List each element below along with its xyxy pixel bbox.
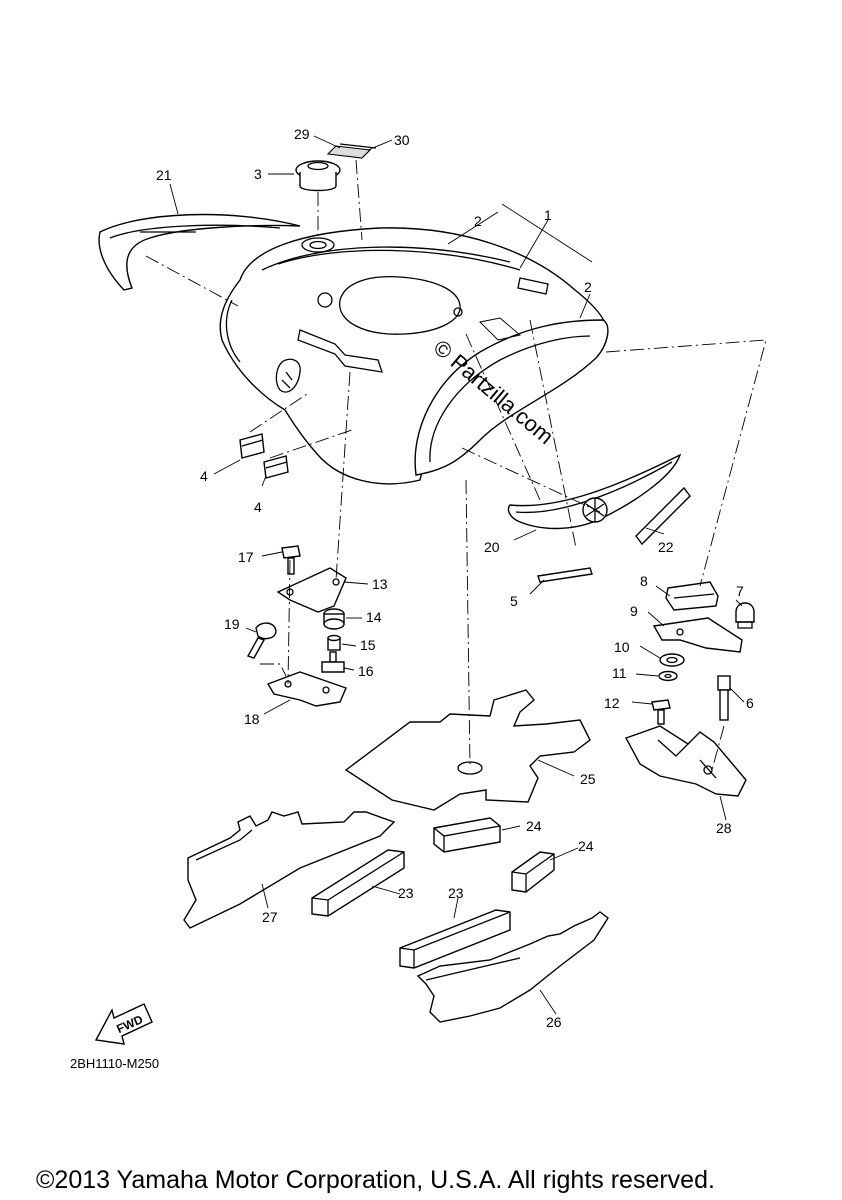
callout-18: 18 bbox=[244, 711, 260, 727]
callout-12: 12 bbox=[604, 695, 620, 711]
callout-30: 30 bbox=[394, 132, 410, 148]
bolt-19 bbox=[246, 622, 277, 659]
collar-15 bbox=[327, 634, 341, 651]
leader-lines bbox=[169, 135, 745, 1015]
block-24b bbox=[511, 851, 555, 893]
stud-6 bbox=[717, 675, 731, 721]
assembly-lines bbox=[145, 159, 767, 771]
washer-11 bbox=[658, 670, 678, 682]
callouts: 1 2 2 3 4 4 5 6 7 8 9 10 11 12 13 14 15 … bbox=[156, 126, 754, 1030]
bolt-17 bbox=[281, 545, 301, 575]
fuel-cap-3 bbox=[295, 160, 341, 192]
bar-23a bbox=[311, 849, 405, 917]
pad-4b bbox=[263, 455, 289, 479]
shield-26 bbox=[416, 911, 609, 1023]
copyright-notice: ©2013 Yamaha Motor Corporation, U.S.A. A… bbox=[36, 1166, 715, 1194]
bar-23b bbox=[399, 909, 511, 969]
rubber-8 bbox=[665, 581, 719, 611]
rear-trim-21 bbox=[98, 213, 301, 291]
callout-16: 16 bbox=[358, 663, 374, 679]
plate-25 bbox=[344, 689, 591, 811]
bolt-12 bbox=[651, 699, 671, 725]
callout-4a: 4 bbox=[200, 468, 208, 484]
shield-27 bbox=[183, 811, 396, 929]
callout-2a: 2 bbox=[474, 213, 482, 229]
callout-25: 25 bbox=[580, 771, 596, 787]
nut-7 bbox=[735, 602, 755, 629]
label-29-30 bbox=[326, 143, 377, 159]
callout-10: 10 bbox=[614, 639, 630, 655]
callout-24a: 24 bbox=[526, 818, 542, 834]
callout-19: 19 bbox=[224, 616, 240, 632]
callout-9: 9 bbox=[630, 603, 638, 619]
bracket-13 bbox=[276, 567, 347, 613]
callout-26: 26 bbox=[546, 1014, 562, 1030]
callout-13: 13 bbox=[372, 576, 388, 592]
pad-4a bbox=[239, 433, 265, 459]
diagram-code: 2BH1110-M250 bbox=[70, 1056, 159, 1071]
strip-22 bbox=[635, 486, 691, 546]
callout-4b: 4 bbox=[254, 499, 262, 515]
bracket-18 bbox=[266, 671, 347, 707]
grommet-14 bbox=[323, 608, 345, 630]
callout-22: 22 bbox=[658, 539, 674, 555]
callout-28: 28 bbox=[716, 820, 732, 836]
block-24a bbox=[433, 817, 501, 853]
callout-2b: 2 bbox=[584, 279, 592, 295]
callout-14: 14 bbox=[366, 609, 382, 625]
callout-6: 6 bbox=[746, 695, 754, 711]
callout-23a: 23 bbox=[398, 885, 414, 901]
bracket-9 bbox=[652, 617, 743, 653]
callout-7: 7 bbox=[736, 583, 744, 599]
bolt-16 bbox=[321, 651, 345, 673]
bracket-28 bbox=[624, 725, 747, 797]
callout-15: 15 bbox=[360, 637, 376, 653]
callout-20: 20 bbox=[484, 539, 500, 555]
callout-8: 8 bbox=[640, 573, 648, 589]
callout-21: 21 bbox=[156, 167, 172, 183]
callout-29: 29 bbox=[294, 126, 310, 142]
callout-5: 5 bbox=[510, 593, 518, 609]
fuel-tank bbox=[219, 227, 607, 485]
fwd-arrow: FWD bbox=[94, 1003, 153, 1045]
pad-5 bbox=[537, 567, 593, 583]
callout-27: 27 bbox=[262, 909, 278, 925]
callout-1: 1 bbox=[544, 207, 552, 223]
callout-24b: 24 bbox=[578, 838, 594, 854]
callout-11: 11 bbox=[612, 665, 627, 681]
callout-23b: 23 bbox=[448, 885, 464, 901]
grommet-10 bbox=[659, 653, 685, 667]
callout-17: 17 bbox=[238, 549, 254, 565]
callout-3: 3 bbox=[254, 166, 262, 182]
tank-side-cover bbox=[414, 317, 609, 476]
